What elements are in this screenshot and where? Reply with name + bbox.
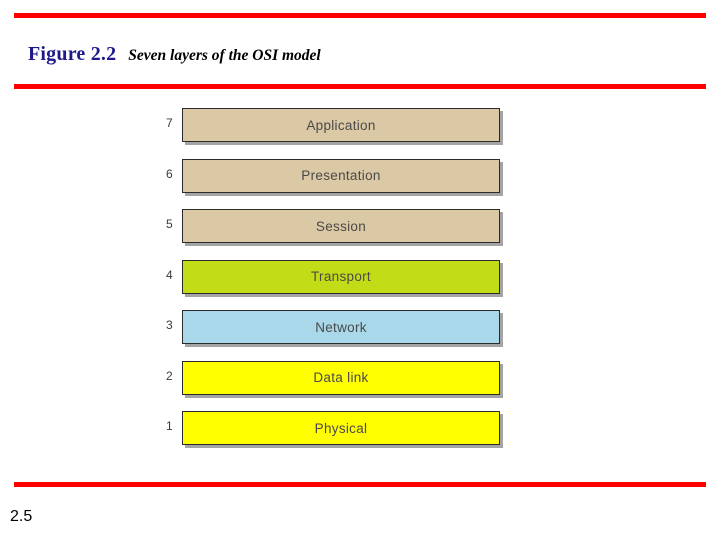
layer-bar: Session — [182, 209, 500, 243]
layer-bar: Network — [182, 310, 500, 344]
layer-number: 3 — [166, 318, 173, 332]
osi-layer-row: 5 Session — [160, 209, 510, 245]
layer-name: Session — [315, 218, 367, 234]
layer-name: Application — [306, 117, 376, 133]
layer-bar: Physical — [182, 411, 500, 445]
osi-model-diagram: 7 Application 6 Presentation 5 Session 4 Transp… — [160, 108, 520, 458]
layer-number: 2 — [166, 368, 173, 383]
layer-name: Presentation — [301, 168, 381, 183]
figure-caption: Seven layers of the OSI model — [128, 47, 321, 64]
layer-name: Transport — [311, 269, 371, 284]
layer-name: Physical — [314, 420, 368, 436]
layer-name: Data link — [313, 370, 369, 385]
layer-bar: Data link — [182, 360, 500, 395]
layer-bar: Application — [182, 108, 500, 142]
osi-layer-row: 4 Transport — [160, 259, 510, 296]
title-underline-rule — [14, 84, 706, 89]
figure-label: Figure 2.2 — [28, 43, 117, 65]
page-number: 2.5 — [10, 508, 33, 525]
osi-layer-row: 7 Application — [160, 108, 510, 144]
layer-number: 5 — [166, 217, 173, 231]
layer-number: 1 — [166, 419, 173, 433]
bottom-divider-rule — [14, 482, 706, 487]
osi-layer-row: 3 Network — [160, 310, 510, 346]
layer-number: 4 — [166, 267, 173, 282]
figure-title: Figure 2.2 Seven layers of the OSI model — [28, 43, 321, 66]
layer-name: Network — [315, 319, 367, 335]
layer-number: 7 — [166, 116, 173, 130]
layer-bar: Transport — [182, 259, 500, 294]
top-divider-rule — [14, 13, 706, 18]
layer-bar: Presentation — [182, 158, 500, 193]
osi-layer-row: 2 Data link — [160, 360, 510, 397]
layer-number: 6 — [166, 166, 173, 181]
osi-layer-row: 6 Presentation — [160, 158, 510, 195]
osi-layer-row: 1 Physical — [160, 411, 510, 447]
